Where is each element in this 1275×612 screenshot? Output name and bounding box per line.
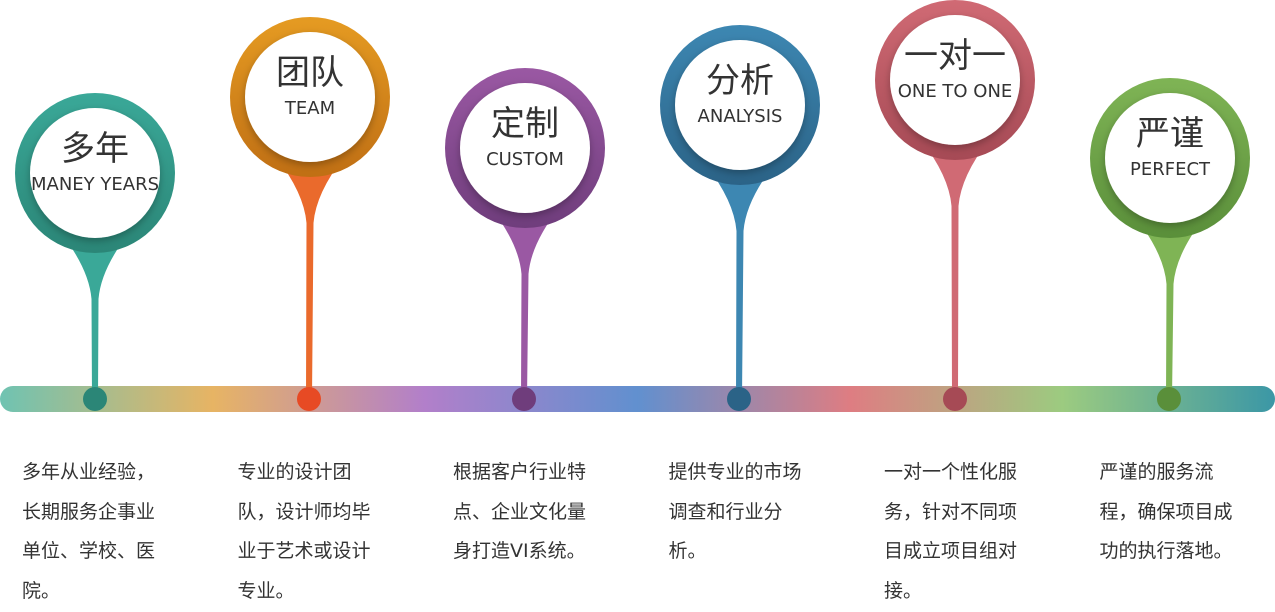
milestone-title-en: CUSTOM [486, 149, 564, 170]
milestone-title-en: MANEY YEARS [30, 174, 159, 195]
milestone-stem [61, 233, 129, 399]
timeline-bar [0, 386, 1275, 412]
milestone-title-zh: 一对一 [904, 36, 1006, 76]
milestone-description: 多年从业经验，长期服务企事业单位、学校、医院。 [22, 461, 156, 602]
milestone-description: 一对一个性化服务，针对不同项目成立项目组对接。 [884, 461, 1018, 602]
milestone-disc [460, 83, 590, 213]
milestone-dot [512, 387, 536, 411]
milestone-dot [943, 387, 967, 411]
milestone-description: 严谨的服务流程，确保项目成功的执行落地。 [1099, 461, 1233, 562]
milestone-dot [1157, 387, 1181, 411]
milestone-dot [727, 387, 751, 411]
milestone-stem [1136, 218, 1204, 399]
milestone-dot [83, 387, 107, 411]
milestone-title-en: ONE TO ONE [897, 81, 1013, 102]
milestone-title-zh: 多年 [61, 129, 129, 169]
milestone-title-zh: 团队 [276, 53, 344, 93]
milestone-stem [276, 157, 344, 399]
milestone-disc [890, 15, 1020, 145]
milestone-stem [491, 208, 559, 399]
milestone-disc [675, 40, 805, 170]
milestone-disc [30, 108, 160, 238]
milestone-disc [1105, 93, 1235, 223]
milestone-disc [245, 32, 375, 162]
milestone-dot [297, 387, 321, 411]
milestone-description: 专业的设计团队，设计师均毕业于艺术或设计专业。 [237, 461, 371, 602]
milestone-title-zh: 严谨 [1136, 114, 1204, 154]
milestone-title-zh: 分析 [706, 61, 774, 101]
milestone-description: 提供专业的市场调查和行业分析。 [668, 461, 802, 562]
milestone-stem [706, 165, 774, 399]
milestone-description: 根据客户行业特点、企业文化量身打造VI系统。 [453, 461, 587, 562]
milestone-title-en: TEAM [284, 98, 336, 119]
milestone-stem [921, 140, 989, 399]
milestone-title-zh: 定制 [491, 104, 559, 144]
milestone-title-en: PERFECT [1129, 159, 1211, 180]
milestone-title-en: ANALYSIS [697, 106, 783, 127]
